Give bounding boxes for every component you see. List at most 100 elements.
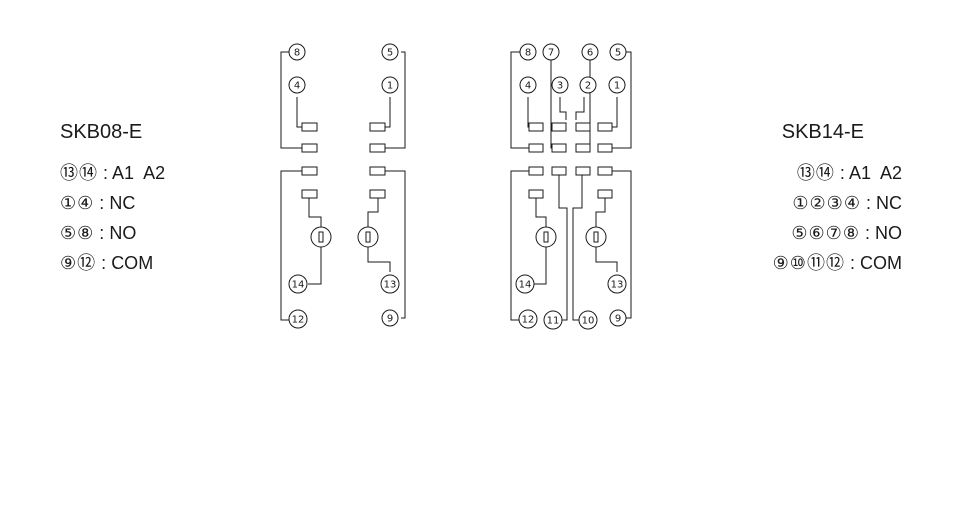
legend-func: NC (109, 193, 136, 213)
socket-skb14e: 8 7 6 5 4 3 2 1 14 13 12 11 10 9 (510, 43, 632, 330)
pin-11: 11 (543, 310, 563, 330)
legend-pins: ⑬⑭ (60, 163, 98, 183)
pin-label: 12 (522, 315, 535, 326)
pin-13: 13 (607, 274, 627, 294)
pin-3: 3 (551, 76, 569, 94)
pin-label: 6 (587, 48, 593, 59)
coil-core (365, 231, 371, 243)
pin-12: 12 (518, 309, 538, 329)
pin-2: 2 (579, 76, 597, 94)
pin-7: 7 (542, 43, 560, 61)
legend-func: NO (875, 223, 902, 243)
terminal (551, 143, 567, 153)
legend-sep: : (103, 163, 109, 183)
legend-sep: : (865, 193, 871, 213)
wire (280, 51, 309, 149)
coil (585, 226, 607, 248)
pin-4: 4 (288, 76, 306, 94)
pin-1: 1 (608, 76, 626, 94)
legend-func: NC (876, 193, 902, 213)
wire (280, 170, 309, 321)
pin-13: 13 (380, 274, 400, 294)
wire (595, 247, 618, 272)
pin-4: 4 (519, 76, 537, 94)
pin-label: 3 (557, 81, 563, 92)
terminal (597, 122, 613, 132)
wire (367, 198, 379, 227)
wire (378, 51, 406, 149)
legend-row-com: ⑨⑩⑪⑫ : COM (773, 248, 902, 278)
coil-core (318, 231, 324, 243)
terminal (597, 166, 613, 176)
legend-row-no: ⑤⑧ : NO (60, 218, 165, 248)
legend-pins: ⑨⑩⑪⑫ (772, 253, 845, 273)
pin-label: 13 (611, 280, 624, 291)
wire (550, 60, 559, 149)
legend-pins: ⑨⑫ (60, 253, 97, 273)
legend-pins: ①④ (60, 193, 95, 213)
legend-row-coil: ⑬⑭ : A1 A2 (773, 158, 902, 188)
wire (510, 51, 536, 149)
wire (582, 60, 591, 149)
terminal (597, 143, 613, 153)
wire (605, 170, 632, 319)
pin-label: 4 (525, 81, 531, 92)
legend-skb08e: SKB08-E ⑬⑭ : A1 A2 ①④ : NC ⑤⑧ : NO ⑨⑫ : … (60, 121, 165, 278)
legend-sep: : (839, 163, 845, 183)
wire (308, 198, 322, 227)
model-title: SKB08-E (60, 121, 143, 143)
legend-func: NO (109, 223, 137, 243)
legend-func: A1 A2 (848, 163, 902, 183)
pin-label: 4 (294, 81, 300, 92)
legend-row-no: ⑤⑥⑦⑧ : NO (773, 218, 902, 248)
pin-5: 5 (609, 43, 627, 61)
terminal (369, 166, 386, 176)
pin-label: 5 (387, 48, 393, 59)
terminal (528, 189, 544, 199)
model-title: SKB14-E (781, 121, 864, 143)
pin-label: 2 (585, 81, 591, 92)
legend-sep: : (99, 223, 105, 243)
legend-row-nc: ①④ : NC (60, 188, 165, 218)
legend-sep: : (864, 223, 870, 243)
terminal (301, 189, 318, 199)
legend-func: A1 A2 (112, 163, 166, 183)
wire (558, 175, 568, 321)
pin-8: 8 (519, 43, 537, 61)
wire (510, 170, 536, 321)
wire (605, 51, 632, 149)
legend-pins: ⑤⑧ (60, 223, 95, 243)
wire (534, 247, 547, 285)
terminal (369, 189, 386, 199)
terminal (301, 143, 318, 153)
legend-pins: ①②③④ (792, 193, 861, 213)
legend-func: COM (860, 253, 902, 273)
pin-9: 9 (609, 309, 627, 327)
terminal (301, 166, 318, 176)
pin-label: 13 (384, 280, 397, 291)
coil (310, 226, 332, 248)
terminal (575, 122, 591, 132)
terminal (369, 143, 386, 153)
terminal (528, 166, 544, 176)
pin-5: 5 (381, 43, 399, 61)
pin-label: 8 (525, 48, 531, 59)
pin-14: 14 (515, 274, 535, 294)
coil-core (593, 231, 599, 243)
legend-pins: ⑬⑭ (796, 163, 835, 183)
pin-label: 14 (292, 280, 305, 291)
pin-10: 10 (578, 310, 598, 330)
pin-8: 8 (288, 43, 306, 61)
pin-6: 6 (581, 43, 599, 61)
legend-pins: ⑤⑥⑦⑧ (791, 223, 860, 243)
terminal (597, 189, 613, 199)
wire (559, 97, 567, 120)
wire (575, 97, 585, 120)
legend-row-coil: ⑬⑭ : A1 A2 (60, 158, 165, 188)
legend-func: COM (111, 253, 154, 273)
coil (535, 226, 557, 248)
wire (595, 198, 606, 227)
terminal (528, 122, 544, 132)
pin-label: 5 (615, 48, 621, 59)
